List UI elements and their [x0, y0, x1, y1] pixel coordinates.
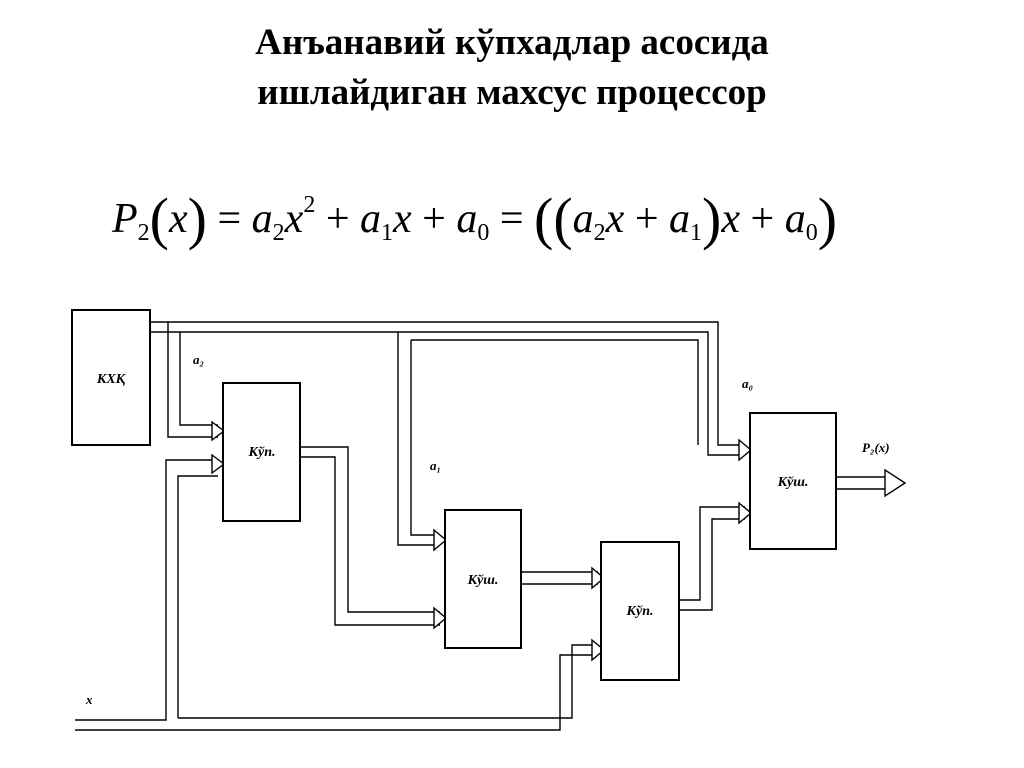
mult1-out-inner — [300, 456, 440, 626]
arrow-a0-add2 — [738, 438, 753, 462]
x-bus-3 — [177, 475, 218, 718]
arrow-mult2-add2 — [738, 501, 753, 525]
formula-a1-sub: 1 — [381, 220, 393, 246]
block-mult2-label: Кўп. — [626, 604, 654, 619]
formula-x-1: x — [393, 196, 412, 242]
block-mult2: Кўп. — [600, 541, 680, 681]
block-add1-label: Кўш. — [467, 573, 499, 588]
output-bus — [836, 476, 885, 490]
block-add1: Кўш. — [444, 509, 522, 649]
slide-title: Анъанавий кўпхадлар асосида ишлайдиган м… — [0, 18, 1024, 118]
x-bus-1 — [75, 459, 218, 721]
arrow-a1-add1 — [433, 528, 448, 552]
mult1-out-outer — [300, 446, 440, 613]
top-bus-outer — [150, 321, 745, 446]
signal-output-label: P₂(x) — [862, 440, 890, 455]
arrow-x-mult2 — [591, 638, 606, 662]
signal-a0-label: a₀ — [742, 376, 753, 391]
x-bus-2 — [75, 654, 598, 731]
title-line-2: ишлайдиган махсус процессор — [257, 72, 767, 113]
formula-a0-b-sub: 0 — [805, 220, 818, 246]
formula-lhs-x: x — [168, 196, 188, 242]
x-bus-4 — [178, 644, 598, 719]
a2-bus-inner — [179, 332, 218, 426]
block-add2-label: Кўш. — [777, 475, 809, 490]
title-line-1: Анъанавий кўпхадлар асосида — [255, 22, 769, 63]
mult2-out-inner — [680, 518, 745, 611]
formula-a2-b: a — [572, 196, 594, 242]
formula-a2-sub: 2 — [272, 220, 285, 246]
a1-bus-top — [411, 339, 699, 445]
formula-a2-b-sub: 2 — [593, 220, 606, 246]
formula-x-sup: 2 — [303, 192, 316, 218]
arrow-add1-mult2 — [591, 566, 606, 590]
formula-a0-sub: 0 — [477, 220, 490, 246]
top-bus-inner — [150, 331, 745, 456]
a1-bus-inner — [410, 340, 440, 536]
a2-bus-outer — [167, 322, 218, 438]
signal-x-label: x — [85, 692, 93, 707]
arrow-x-mult1 — [211, 453, 226, 475]
block-kxk-label: КХҚ — [96, 372, 127, 387]
horner-formula: P2(x) = a2x2 + a1x + a0 = ((a2x + a1)x +… — [112, 186, 838, 251]
formula-a1-b: a — [669, 196, 691, 242]
arrow-a2-mult1 — [211, 420, 226, 442]
formula-a1: a — [360, 196, 381, 242]
formula-x-2: x — [605, 196, 625, 242]
arrow-mult1-add1 — [433, 606, 448, 630]
formula-x-3: x — [721, 196, 740, 242]
arrow-output — [884, 468, 907, 498]
formula-p: P — [112, 196, 138, 242]
mult2-out-outer — [680, 506, 745, 601]
block-mult1: Кўп. — [222, 382, 301, 522]
bus-wires — [75, 321, 885, 731]
block-add2: Кўш. — [749, 412, 837, 550]
formula-a2: a — [251, 196, 273, 242]
signal-a2-label: a₂ — [193, 352, 204, 367]
block-kxk: КХҚ — [71, 309, 151, 446]
signal-a1-label: a₁ — [430, 458, 441, 473]
formula-a0: a — [456, 196, 478, 242]
block-mult1-label: Кўп. — [248, 445, 276, 460]
formula-x-squared: x — [284, 196, 304, 242]
formula-a0-b: a — [784, 196, 806, 242]
arrowheads — [211, 420, 907, 662]
formula-p-sub: 2 — [137, 220, 150, 246]
a1-bus-outer — [397, 332, 440, 546]
formula-a1-b-sub: 1 — [690, 220, 703, 246]
add1-out — [521, 571, 598, 585]
